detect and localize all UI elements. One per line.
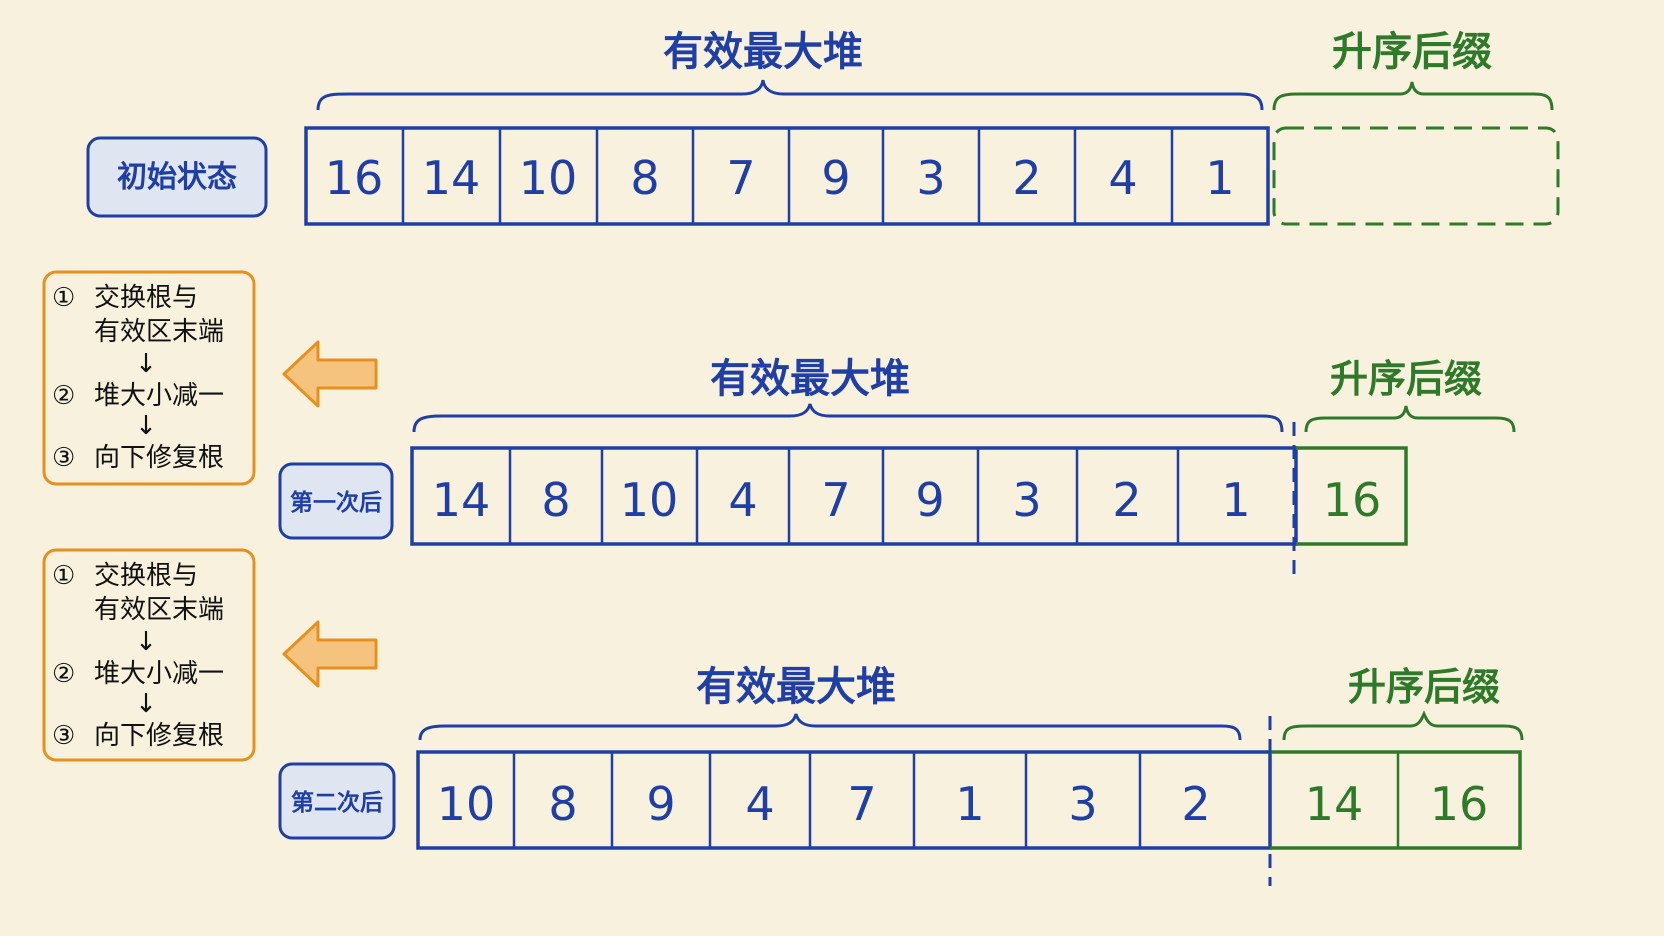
heap-array [416, 750, 1272, 850]
suffix-brace [1304, 405, 1516, 433]
heap-cell: 2 [1181, 777, 1210, 831]
heap-cell: 1 [1221, 473, 1250, 527]
heap-cell: 9 [646, 777, 675, 831]
step-panel-1: ① 交换根与 有效区末端 ↓ ② 堆大小减一 ↓ ③ 向下修复根 [42, 270, 256, 486]
heap-label: 有效最大堆 [696, 664, 896, 710]
step-text: 交换根与 [94, 561, 198, 591]
heap-array [410, 446, 1298, 546]
row-label-box [278, 462, 394, 540]
heap-cell: 1 [1205, 151, 1234, 205]
row-label-box [86, 136, 268, 218]
heap-cell: 4 [1108, 151, 1137, 205]
suffix-brace [1272, 81, 1554, 111]
suffix-brace [1282, 710, 1524, 741]
step-text: 向下修复根 [94, 443, 224, 473]
step-box [42, 548, 256, 762]
suffix-label: 升序后缀 [1330, 357, 1482, 401]
heap-cell: 9 [915, 473, 944, 527]
heap-cell: 7 [821, 473, 850, 527]
heap-cell: 7 [847, 777, 876, 831]
step-arrow: ↓ [135, 411, 157, 441]
heap-cell: 3 [1068, 777, 1097, 831]
heap-cell: 3 [1012, 473, 1041, 527]
row-first: 第一次后 有效最大堆 升序后缀 14 8 10 4 7 9 3 2 1 16 [278, 356, 1516, 576]
suffix-array [1270, 750, 1522, 850]
row-label: 第一次后 [290, 489, 382, 516]
step-arrow: ↓ [135, 349, 157, 379]
row-second: 第二次后 有效最大堆 升序后缀 10 8 9 4 7 1 3 2 14 16 [278, 664, 1524, 886]
step-number: ② [52, 381, 75, 411]
step-arrow: ↓ [135, 689, 157, 719]
suffix-cell: 14 [1305, 777, 1364, 831]
heap-cell: 4 [728, 473, 757, 527]
step-number: ② [52, 659, 75, 689]
step-number: ① [52, 561, 75, 591]
heap-cell: 8 [541, 473, 570, 527]
heap-label: 有效最大堆 [663, 29, 863, 75]
step-text: 向下修复根 [94, 721, 224, 751]
suffix-array [1296, 446, 1408, 546]
step-text: 堆大小减一 [94, 381, 224, 411]
empty-suffix-placeholder [1272, 126, 1560, 226]
step-box [42, 270, 256, 486]
heap-cell: 7 [726, 151, 755, 205]
left-arrow-icon [282, 620, 378, 688]
step-text: 有效区末端 [94, 317, 224, 347]
heap-cell: 3 [916, 151, 945, 205]
row-initial: 初始状态 有效最大堆 升序后缀 16 14 10 8 7 9 3 2 4 1 [86, 29, 1560, 226]
heap-cell: 14 [422, 151, 481, 205]
suffix-label: 升序后缀 [1332, 29, 1492, 75]
heap-cell: 16 [325, 151, 384, 205]
suffix-cell: 16 [1323, 473, 1382, 527]
heap-cell: 10 [437, 777, 496, 831]
heap-cell: 8 [548, 777, 577, 831]
step-panel-2: ① 交换根与 有效区末端 ↓ ② 堆大小减一 ↓ ③ 向下修复根 [42, 548, 256, 762]
step-number: ③ [52, 721, 75, 751]
heap-array [304, 126, 1270, 226]
step-text: 堆大小减一 [94, 659, 224, 689]
heap-label: 有效最大堆 [710, 356, 910, 402]
heap-brace [418, 713, 1242, 741]
step-number: ③ [52, 443, 75, 473]
row-label-box [278, 762, 396, 840]
heap-cell: 14 [432, 473, 491, 527]
heap-cell: 8 [630, 151, 659, 205]
heap-cell: 2 [1112, 473, 1141, 527]
step-arrow: ↓ [135, 627, 157, 657]
heap-cell: 1 [955, 777, 984, 831]
row-label: 第二次后 [291, 789, 383, 816]
heap-cell: 9 [821, 151, 850, 205]
heap-brace [412, 403, 1284, 433]
heap-cell: 10 [620, 473, 679, 527]
suffix-label: 升序后缀 [1348, 665, 1500, 709]
suffix-cell: 16 [1430, 777, 1489, 831]
heap-cell: 2 [1012, 151, 1041, 205]
step-text: 有效区末端 [94, 595, 224, 625]
heap-cell: 4 [745, 777, 774, 831]
step-text: 交换根与 [94, 283, 198, 313]
step-number: ① [52, 283, 75, 313]
left-arrow-icon [282, 340, 378, 408]
heap-cell: 10 [519, 151, 578, 205]
heap-brace [316, 79, 1264, 111]
row-label: 初始状态 [117, 160, 237, 195]
